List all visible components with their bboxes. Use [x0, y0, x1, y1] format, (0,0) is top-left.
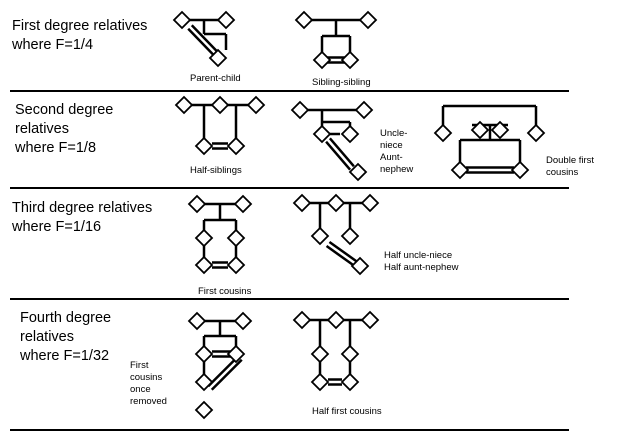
- individual-diamond: [348, 162, 368, 182]
- individual-diamond: [340, 226, 360, 246]
- individual-diamond: [187, 311, 207, 331]
- caption-first-cousins-once-removed: First cousins once removed: [130, 360, 167, 407]
- individual-diamond: [326, 310, 346, 330]
- row-label-first-degree: First degree relatives where F=1/4: [12, 18, 148, 53]
- individual-diamond: [510, 160, 530, 180]
- pedigree-line: [325, 245, 356, 268]
- individual-diamond: [226, 344, 246, 364]
- individual-diamond: [340, 372, 360, 392]
- individual-diamond: [310, 372, 330, 392]
- individual-diamond: [294, 10, 314, 30]
- individual-diamond: [292, 193, 312, 213]
- individual-diamond: [360, 193, 380, 213]
- individual-diamond: [326, 193, 346, 213]
- individual-diamond: [226, 228, 246, 248]
- individual-diamond: [433, 123, 453, 143]
- pedigree-line: [328, 240, 359, 263]
- individual-diamond: [490, 120, 510, 140]
- individual-diamond: [450, 160, 470, 180]
- individual-diamond: [350, 256, 370, 276]
- individual-diamond: [292, 310, 312, 330]
- pedigree-line: [328, 137, 355, 168]
- individual-diamond: [312, 124, 332, 144]
- separator-rule-2: [10, 187, 569, 189]
- individual-diamond: [172, 10, 192, 30]
- caption-uncle-niece: Uncle- niece Aunt- nephew: [380, 128, 414, 175]
- individual-diamond: [210, 95, 230, 115]
- pedigree-line: [210, 358, 243, 391]
- individual-diamond: [526, 123, 546, 143]
- individual-diamond: [340, 124, 360, 144]
- pedigree-line: [190, 24, 221, 56]
- caption-half-first-cousins: Half first cousins: [312, 406, 382, 417]
- individual-diamond: [340, 344, 360, 364]
- individual-diamond: [194, 400, 214, 420]
- row-label-second-degree: Second degree relatives where F=1/8: [15, 102, 114, 156]
- individual-diamond: [358, 10, 378, 30]
- individual-diamond: [226, 136, 246, 156]
- separator-rule-3: [10, 298, 569, 300]
- individual-diamond: [354, 100, 374, 120]
- caption-half-siblings: Half-siblings: [190, 165, 242, 176]
- individual-diamond: [194, 228, 214, 248]
- row-label-third-degree: Third degree relatives where F=1/16: [12, 200, 153, 235]
- individual-diamond: [233, 194, 253, 214]
- caption-parent-child: Parent-child: [190, 73, 241, 84]
- individual-diamond: [310, 226, 330, 246]
- pedigree-line: [325, 140, 352, 171]
- separator-rule-1: [10, 90, 569, 92]
- caption-first-cousins: First cousins: [198, 286, 252, 297]
- individual-diamond: [174, 95, 194, 115]
- individual-diamond: [290, 100, 310, 120]
- caption-double-first-cousins: Double first cousins: [546, 155, 595, 178]
- individual-diamond: [194, 255, 214, 275]
- individual-diamond: [470, 120, 490, 140]
- individual-diamond: [194, 344, 214, 364]
- individual-diamond: [194, 136, 214, 156]
- individual-diamond: [233, 311, 253, 331]
- caption-half-uncle-niece: Half uncle-niece Half aunt-nephew: [384, 250, 459, 273]
- individual-diamond: [340, 50, 360, 70]
- individual-diamond: [187, 194, 207, 214]
- individual-diamond: [312, 50, 332, 70]
- individual-diamond: [208, 48, 228, 68]
- individual-diamond: [360, 310, 380, 330]
- row-label-fourth-degree: Fourth degree relatives where F=1/32: [20, 310, 112, 364]
- individual-diamond: [216, 10, 236, 30]
- individual-diamond: [226, 255, 246, 275]
- individual-diamond: [310, 344, 330, 364]
- pedigree-line: [187, 27, 218, 59]
- individual-diamond: [246, 95, 266, 115]
- individual-diamond: [194, 372, 214, 392]
- pedigree-line: [207, 355, 240, 388]
- caption-sibling-sibling: Sibling-sibling: [312, 77, 371, 88]
- separator-rule-4: [10, 429, 569, 431]
